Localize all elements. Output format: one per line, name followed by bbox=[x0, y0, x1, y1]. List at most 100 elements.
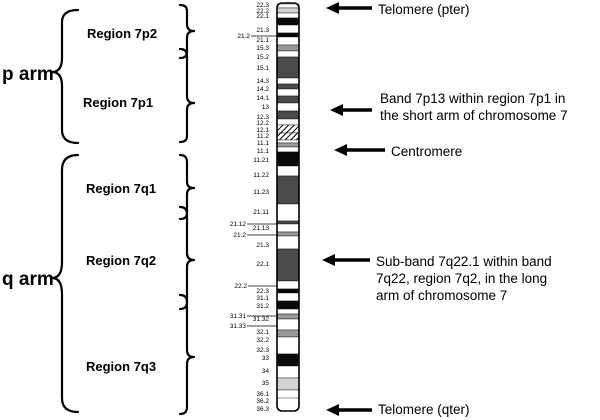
band-label: 11.2 bbox=[257, 133, 270, 140]
band-label: 22.2 bbox=[256, 8, 269, 15]
band-label: 32.2 bbox=[256, 337, 269, 344]
chromosome-band bbox=[276, 32, 300, 38]
subband-line-1: Sub-band 7q22.1 within band bbox=[376, 254, 552, 269]
band-label: 21.3 bbox=[256, 242, 269, 249]
chromosome-band bbox=[276, 102, 300, 112]
band-7p13-label: Band 7p13 within region 7p1 in the short… bbox=[380, 91, 569, 123]
band-label: 11.1 bbox=[257, 140, 270, 147]
arrow-icon bbox=[334, 144, 385, 156]
chromosome-band bbox=[276, 88, 300, 97]
region-7q2-brace bbox=[178, 205, 196, 311]
chromosome-band bbox=[276, 142, 300, 148]
chromosome-band bbox=[276, 231, 300, 237]
arrow-icon bbox=[322, 254, 370, 266]
band-label: 15.1 bbox=[256, 65, 269, 72]
region-7p2-label: Region 7p2 bbox=[87, 26, 157, 41]
band-label: 11.22 bbox=[253, 172, 269, 179]
band-label: 33 bbox=[262, 355, 270, 362]
chromosome-band bbox=[276, 313, 300, 320]
chromosome-band bbox=[276, 300, 300, 310]
chromosome-band bbox=[276, 146, 300, 153]
region-7q3-brace bbox=[178, 293, 196, 416]
subband-line-3: arm of chromosome 7 bbox=[376, 288, 507, 303]
chromosome-band bbox=[276, 124, 300, 134]
band-label: 21.3 bbox=[256, 27, 269, 34]
band-label: 22.1 bbox=[256, 261, 269, 268]
centromere-label: Centromere bbox=[391, 144, 462, 159]
chromosome-band bbox=[276, 165, 300, 177]
chromosome-band bbox=[276, 318, 300, 331]
band-label: 21.2 bbox=[233, 232, 246, 239]
band-label: 14.2 bbox=[256, 86, 269, 93]
chromosome-band bbox=[276, 377, 300, 391]
band-label: 22.2 bbox=[234, 283, 247, 290]
band-7p13-line-2: the short arm of chromosome 7 bbox=[380, 108, 568, 123]
chromosome-band bbox=[276, 280, 300, 290]
band-label: 34 bbox=[262, 368, 270, 375]
band-label: 11.1 bbox=[257, 148, 270, 155]
region-7q2-label: Region 7q2 bbox=[86, 253, 156, 268]
chromosome-band bbox=[276, 288, 300, 294]
chromosome-band bbox=[276, 36, 300, 46]
band-label: 13 bbox=[262, 104, 270, 111]
band-label: 12.3 bbox=[256, 114, 269, 121]
chromosome-ideogram bbox=[276, 2, 300, 412]
band-label: 31.2 bbox=[256, 303, 269, 310]
chromosome-band bbox=[276, 77, 300, 85]
region-7p1-label: Region 7p1 bbox=[83, 95, 153, 110]
region-7q3-label: Region 7q3 bbox=[86, 359, 156, 374]
band-label: 32.3 bbox=[256, 347, 269, 354]
chromosome-band bbox=[276, 223, 300, 233]
band-label: 31.32 bbox=[253, 316, 270, 323]
chromosome-band bbox=[276, 248, 300, 282]
band-label: 14.1 bbox=[256, 95, 269, 102]
band-label: 36.2 bbox=[256, 398, 269, 405]
band-label: 21.12 bbox=[230, 221, 247, 228]
band-label: 35 bbox=[262, 380, 270, 387]
chromosome-band bbox=[276, 220, 300, 225]
chromosome-band bbox=[276, 235, 300, 250]
band-label: 32.1 bbox=[256, 329, 269, 336]
chromosome-band bbox=[276, 95, 300, 104]
p-arm-label: p arm bbox=[2, 64, 54, 85]
chromosome-band bbox=[276, 24, 300, 34]
chromosome-band bbox=[276, 17, 300, 26]
band-label: 15.3 bbox=[256, 45, 269, 52]
chromosome-band bbox=[276, 203, 300, 222]
band-7p13-line-1: Band 7p13 within region 7p1 in bbox=[380, 91, 565, 106]
chromosome-band bbox=[276, 389, 300, 399]
band-label: 21.11 bbox=[253, 209, 269, 216]
annotation-arrows bbox=[322, 2, 385, 416]
chromosome-band bbox=[276, 12, 300, 19]
chromosome-band bbox=[276, 83, 300, 90]
band-label: 22.3 bbox=[256, 288, 269, 295]
chromosome-band bbox=[276, 7, 300, 14]
chromosome-band bbox=[276, 151, 300, 167]
chromosome-band bbox=[276, 175, 300, 205]
chromosome-band bbox=[276, 353, 300, 367]
band-label: 21.1 bbox=[256, 37, 269, 44]
band-label: 15.2 bbox=[256, 54, 269, 61]
arrow-icon bbox=[326, 404, 372, 416]
band-label: 21.2 bbox=[237, 33, 250, 40]
chromosome-band bbox=[276, 365, 300, 379]
region-7p1-brace bbox=[178, 47, 196, 144]
chromosome-band bbox=[276, 56, 300, 79]
band-label: 31.33 bbox=[230, 323, 247, 330]
chromosome-band bbox=[276, 110, 300, 120]
chromosome-band bbox=[276, 50, 300, 58]
chromosome-band bbox=[276, 44, 300, 52]
telomere-pter-label: Telomere (pter) bbox=[378, 2, 470, 17]
chromosome-band bbox=[276, 336, 300, 355]
chromosome-band bbox=[276, 308, 300, 315]
q-arm-brace bbox=[50, 153, 80, 414]
band-label: 11.21 bbox=[253, 157, 269, 164]
chromosome-band bbox=[276, 118, 300, 126]
p-arm-brace bbox=[50, 8, 80, 145]
band-label: 31.31 bbox=[230, 313, 247, 320]
telomere-qter-label: Telomere (qter) bbox=[378, 402, 470, 417]
chromosome-band bbox=[276, 132, 300, 141]
chromosome-outline bbox=[276, 2, 300, 412]
chromosome-band bbox=[276, 292, 300, 302]
